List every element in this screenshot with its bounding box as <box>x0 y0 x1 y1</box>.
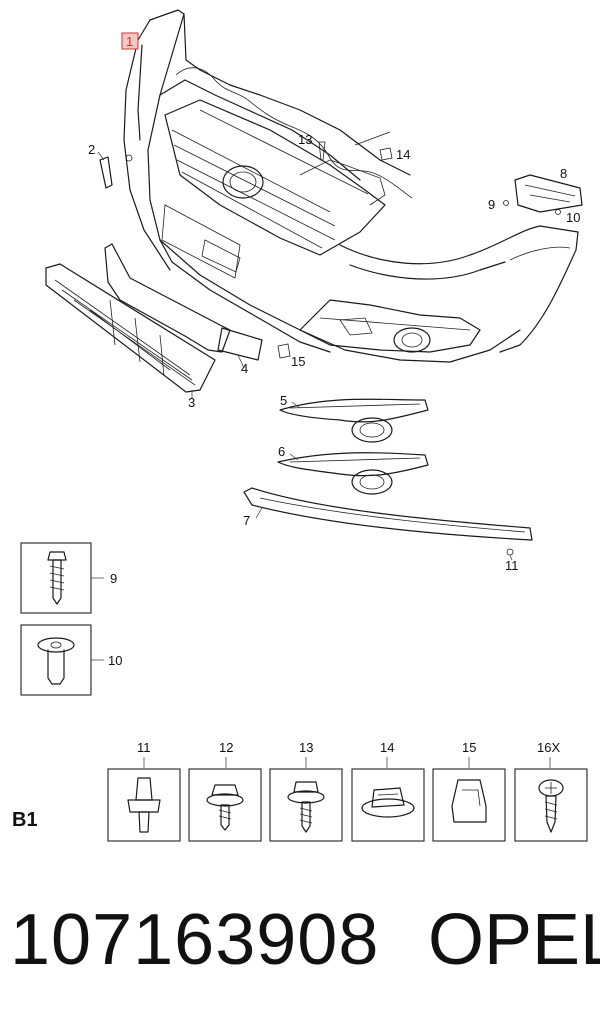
front-bumper-part <box>123 9 579 363</box>
fastener-col-14-label: 14 <box>380 740 394 755</box>
callout-3: 3 <box>188 395 195 410</box>
callout-1-box <box>121 32 139 50</box>
clip-14-on-bumper <box>379 147 393 161</box>
callout-15: 15 <box>291 354 305 369</box>
callout-13: 13 <box>298 132 312 147</box>
fastener-col-12-label: 12 <box>219 740 233 755</box>
fastener-box-9-label: 9 <box>110 571 117 586</box>
callout-7: 7 <box>243 513 250 528</box>
callout-9: 9 <box>488 197 495 212</box>
lower-grille-part <box>45 263 216 398</box>
license-plate-carrier <box>104 243 263 369</box>
fastener-box-9: 9 <box>20 542 117 614</box>
fog-lamp-trim-lower <box>277 452 429 495</box>
fastener-box-10: 10 <box>20 624 122 696</box>
callout-2: 2 <box>88 142 95 157</box>
fastener-col-15: 15 <box>432 740 506 842</box>
callout-1: 1 <box>126 34 133 49</box>
callout-6: 6 <box>278 444 285 459</box>
right-bumper-bracket <box>503 174 583 215</box>
fastener-col-11-label: 11 <box>137 740 151 755</box>
part-number: 107163908 <box>10 900 380 980</box>
lower-spoiler-strip <box>243 487 533 561</box>
fastener-col-13-label: 13 <box>299 740 313 755</box>
fastener-col-16x: 16X <box>514 740 588 842</box>
fastener-col-16x-label: 16X <box>537 740 560 755</box>
fastener-col-12: 12 <box>188 740 262 842</box>
callout-11: 11 <box>505 558 519 573</box>
fastener-col-14: 14 <box>351 740 425 842</box>
fastener-col-15-label: 15 <box>462 740 476 755</box>
callout-10: 10 <box>566 210 580 225</box>
callout-14: 14 <box>396 147 410 162</box>
fastener-box-10-label: 10 <box>108 653 122 668</box>
clip-15-on-bumper <box>277 343 291 359</box>
callout-8: 8 <box>560 166 567 181</box>
fastener-table-row-label: B1 <box>12 809 38 831</box>
brand-name: OPEL <box>428 900 600 980</box>
callout-4: 4 <box>241 361 248 376</box>
fastener-col-13: 13 <box>269 740 343 842</box>
footer: 107163908 OPEL <box>0 895 600 995</box>
fastener-col-11: 11 <box>107 740 181 842</box>
clip-13-on-bumper <box>318 141 326 161</box>
left-side-bracket <box>97 151 113 189</box>
callout-5: 5 <box>280 393 287 408</box>
fog-lamp-trim-upper <box>279 398 429 443</box>
